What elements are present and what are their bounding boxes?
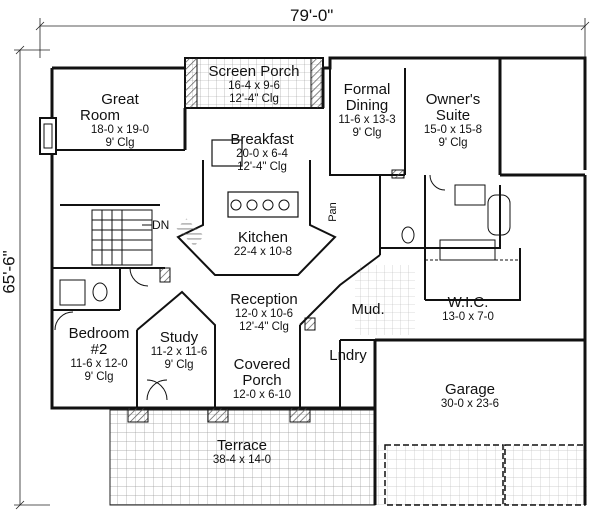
room-name: Garage (444, 381, 496, 398)
screen-porch-post-right (310, 57, 324, 109)
room-kitchen: Kitchen 22-4 x 10-8 (233, 229, 293, 259)
room-size: 11-6 x 13-3 (338, 114, 396, 127)
room-ceiling: 9' Clg (164, 358, 194, 371)
room-name-line2: Room (79, 107, 120, 125)
terrace-paving (109, 409, 376, 506)
room-mud: Mud. (351, 301, 385, 318)
room-bedroom-2: Bedroom #2 11-6 x 12-0 9' Clg (68, 325, 130, 383)
room-name: Terrace (216, 437, 268, 454)
room-size: 12-0 x 10-6 (234, 308, 294, 321)
stairs-down-label: DN (152, 218, 170, 232)
room-ceiling: 9' Clg (105, 136, 135, 149)
overall-depth-label: 65'-6" (0, 250, 19, 294)
room-size: 15-0 x 15-8 (423, 124, 483, 137)
room-size: 22-4 x 10-8 (233, 246, 293, 259)
room-ceiling: 12'-4" Clg (237, 160, 287, 173)
room-ceiling: 9' Clg (84, 370, 114, 383)
mud-tile (355, 265, 415, 335)
room-name: Great (101, 91, 139, 108)
room-reception: Reception 12-0 x 10-6 12'-4" Clg (230, 291, 298, 333)
room-name: Formal (343, 81, 391, 98)
room-ceiling: 9' Clg (352, 126, 382, 139)
garage-doors (384, 444, 586, 506)
dimension-lines (14, 18, 590, 510)
room-name: Screen Porch (208, 63, 300, 80)
kitchen-counter-left (176, 218, 205, 247)
room-screen-porch: Screen Porch 16-4 x 9-6 12'-4" Clg (208, 63, 300, 105)
room-size: 20-0 x 6-4 (236, 148, 288, 161)
room-wic: W.I.C. 13-0 x 7-0 (442, 294, 494, 324)
pantry-label: Pan (326, 202, 339, 222)
overall-width-label: 79'-0" (290, 6, 334, 25)
stairs (91, 209, 153, 266)
room-size: 16-4 x 9-6 (228, 80, 280, 93)
room-size: 11-2 x 11-6 (150, 346, 208, 359)
room-ceiling: 9' Clg (438, 136, 468, 149)
room-ceiling: 12'-4" Clg (229, 92, 279, 105)
fireplace-hearth (43, 123, 53, 149)
room-owners-suite: Owner's Suite 15-0 x 15-8 9' Clg (423, 91, 483, 149)
room-size: 30-0 x 23-6 (440, 398, 500, 411)
hatched-columns (127, 169, 405, 423)
room-name-line2: #2 (90, 341, 108, 359)
room-laundry: Lndry (329, 347, 367, 364)
room-garage: Garage 30-0 x 23-6 (440, 381, 500, 411)
room-name: Reception (230, 291, 298, 308)
room-name-line2: Porch (242, 372, 282, 390)
room-terrace: Terrace 38-4 x 14-0 (212, 437, 272, 467)
room-name: Bedroom (68, 325, 130, 342)
room-study: Study 11-2 x 11-6 9' Clg (150, 329, 208, 371)
room-name: Lndry (329, 347, 367, 364)
kitchen-island (176, 139, 337, 276)
room-name: Owner's (425, 91, 481, 108)
room-size: 38-4 x 14-0 (212, 454, 272, 467)
room-name: Mud. (351, 301, 385, 318)
interior-walls (52, 68, 521, 408)
room-covered-porch: Covered Porch 12-0 x 6-10 (232, 356, 292, 402)
room-ceiling: 12'-4" Clg (239, 320, 289, 333)
bath-fixtures (59, 184, 511, 306)
wic-shelving (424, 259, 521, 301)
room-name: W.I.C. (447, 294, 489, 311)
garage-apron-grid (375, 445, 587, 505)
door-swings (54, 174, 446, 401)
room-size: 12-0 x 6-10 (232, 389, 292, 402)
room-name-line2: Dining (345, 97, 389, 115)
room-great-room: Great Room 18-0 x 19-0 9' Clg (80, 91, 150, 149)
room-formal-dining: Formal Dining 11-6 x 13-3 9' Clg (338, 81, 396, 139)
room-name: Covered (233, 356, 291, 373)
screen-porch-post-left (184, 57, 198, 109)
room-size: 18-0 x 19-0 (90, 124, 150, 137)
room-name-line2: Suite (435, 107, 471, 125)
room-size: 11-6 x 12-0 (70, 358, 128, 371)
room-size: 13-0 x 7-0 (442, 311, 494, 324)
room-breakfast: Breakfast 20-0 x 6-4 12'-4" Clg (230, 131, 294, 173)
room-name: Kitchen (237, 229, 289, 246)
room-name: Breakfast (230, 131, 294, 148)
room-name: Study (159, 329, 199, 346)
